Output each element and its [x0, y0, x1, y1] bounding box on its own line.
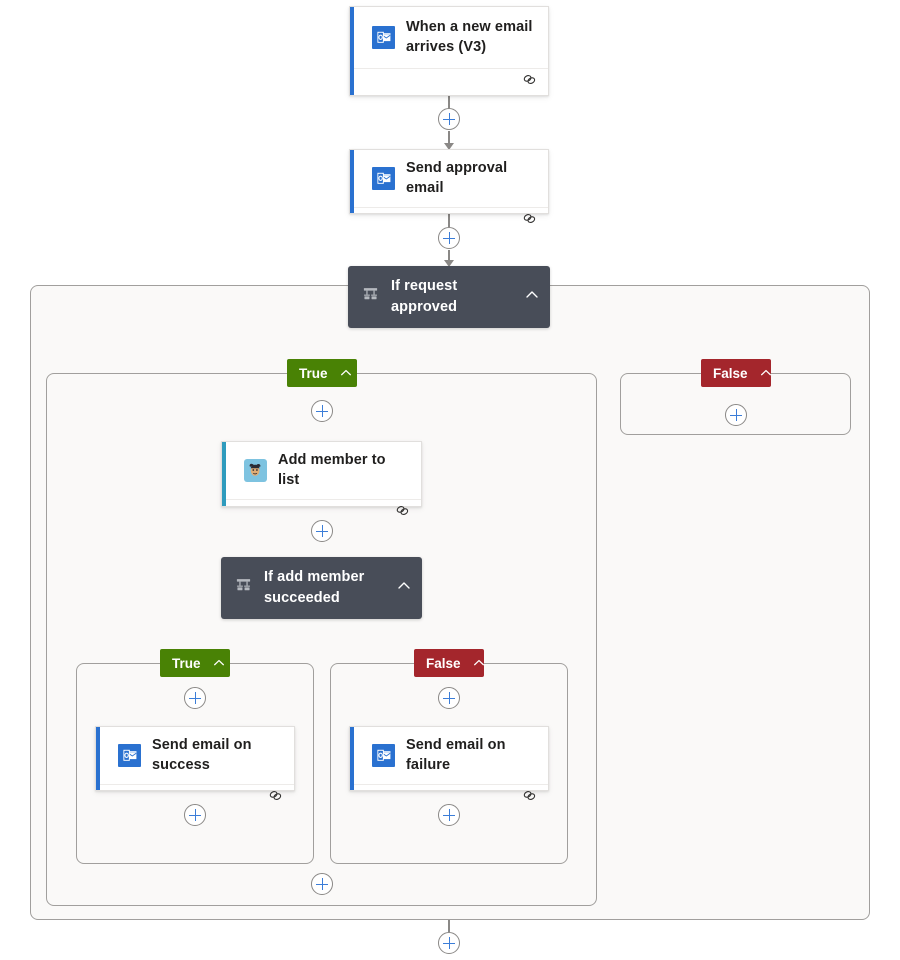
arrowhead-send-approval: [444, 143, 454, 150]
link-icon[interactable]: [395, 504, 410, 522]
add-step-button-outer-true-bottom[interactable]: [311, 873, 333, 895]
connector-outer-scope-to-plus: [448, 920, 450, 932]
branch-badge-outer-false[interactable]: False: [701, 359, 771, 387]
branch-label: False: [713, 365, 748, 381]
action-card-send-approval-email[interactable]: Send approval email: [349, 149, 549, 224]
card-title: Send approval email: [406, 160, 508, 196]
outlook-icon: [372, 744, 395, 768]
card-header: Send approval email: [350, 150, 548, 207]
card-header: Send email on success: [96, 727, 294, 784]
chevron-up-icon[interactable]: [212, 656, 226, 670]
add-step-button-after-trigger[interactable]: [438, 108, 460, 130]
card-accent-bar: [222, 442, 226, 506]
connector-plus-to-send-approval: [448, 131, 450, 145]
connector-plus-to-condition: [448, 250, 450, 262]
add-step-button-outer-false-empty[interactable]: [725, 404, 747, 426]
connector-send-approval-to-plus: [448, 213, 450, 227]
action-card-send-email-on-success[interactable]: Send email on success: [95, 726, 295, 801]
branch-badge-inner-false[interactable]: False: [414, 649, 484, 677]
link-icon[interactable]: [522, 73, 537, 91]
card-footer: [350, 68, 548, 95]
chevron-up-icon[interactable]: [524, 287, 540, 308]
card-accent-bar: [350, 7, 354, 95]
add-step-button-outer-true-top[interactable]: [311, 400, 333, 422]
card-title: Send email on failure: [406, 737, 506, 773]
condition-title: If request approved: [391, 277, 458, 315]
card-accent-bar: [350, 150, 354, 213]
add-step-button-inner-false-bottom[interactable]: [438, 804, 460, 826]
chevron-up-icon[interactable]: [472, 656, 486, 670]
link-icon[interactable]: [522, 789, 537, 807]
branch-label: True: [172, 655, 201, 671]
link-icon[interactable]: [268, 789, 283, 807]
add-step-button-after-send-approval[interactable]: [438, 227, 460, 249]
add-step-button-inner-false-top[interactable]: [438, 687, 460, 709]
card-accent-bar: [350, 727, 354, 790]
mailchimp-icon: [244, 459, 267, 483]
connector-trigger-to-plus: [448, 94, 450, 110]
condition-card-if-add-member-succeeded[interactable]: If add member succeeded: [221, 557, 422, 619]
card-title: Send email on success: [152, 737, 252, 773]
outlook-icon: [372, 26, 395, 49]
add-step-button-inner-true-bottom[interactable]: [184, 804, 206, 826]
condition-title: If add member succeeded: [264, 568, 365, 606]
chevron-up-icon[interactable]: [759, 366, 773, 380]
card-header: Send email on failure: [350, 727, 548, 784]
card-header: When a new email arrives (V3): [350, 7, 548, 68]
add-step-button-inner-true-top[interactable]: [184, 687, 206, 709]
branch-label: True: [299, 365, 328, 381]
branch-badge-inner-true[interactable]: True: [160, 649, 230, 677]
condition-icon: [362, 286, 379, 308]
action-card-when-a-new-email-arrives[interactable]: When a new email arrives (V3): [349, 6, 549, 96]
card-accent-bar: [96, 727, 100, 790]
outlook-icon: [118, 744, 141, 768]
card-title: Add member to list: [278, 452, 386, 488]
outlook-icon: [372, 167, 395, 191]
add-step-button-after-add-member[interactable]: [311, 520, 333, 542]
chevron-up-icon[interactable]: [396, 578, 412, 599]
card-footer: [350, 207, 548, 234]
link-icon[interactable]: [522, 212, 537, 230]
branch-label: False: [426, 655, 461, 671]
condition-icon: [235, 577, 252, 599]
action-card-send-email-on-failure[interactable]: Send email on failure: [349, 726, 549, 801]
action-card-add-member-to-list[interactable]: Add member to list: [221, 441, 422, 516]
branch-badge-outer-true[interactable]: True: [287, 359, 357, 387]
chevron-up-icon[interactable]: [339, 366, 353, 380]
arrowhead-condition: [444, 260, 454, 267]
add-step-button-flow-bottom[interactable]: [438, 932, 460, 954]
card-title: When a new email arrives (V3): [406, 18, 533, 55]
card-header: Add member to list: [222, 442, 421, 499]
condition-card-if-request-approved[interactable]: If request approved: [348, 266, 550, 328]
